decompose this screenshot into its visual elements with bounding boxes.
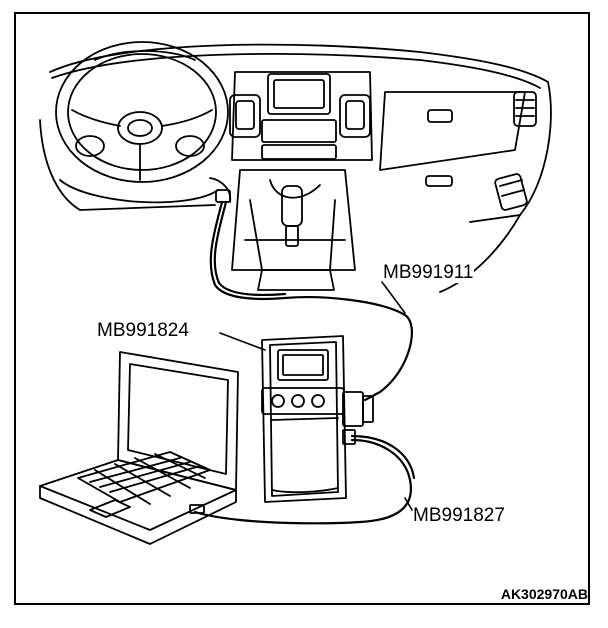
- cable-mb991827-illustration: [193, 434, 416, 525]
- callout-cable-mb991911: MB991911: [383, 262, 474, 283]
- figure-code: AK302970AB: [500, 586, 588, 602]
- dashboard-illustration: [39, 41, 552, 293]
- callout-cable-mb991827: MB991827: [413, 505, 505, 526]
- leader-lines: [219, 281, 413, 511]
- interface-unit-illustration: [261, 335, 374, 503]
- leader-line-mb991827: [404, 497, 413, 511]
- leader-line-mb991824: [219, 332, 266, 351]
- leader-line-mb991911: [381, 281, 406, 314]
- callout-interface-unit: MB991824: [97, 320, 189, 341]
- cable-mb991911-illustration: [209, 200, 413, 402]
- laptop-illustration: [39, 351, 239, 545]
